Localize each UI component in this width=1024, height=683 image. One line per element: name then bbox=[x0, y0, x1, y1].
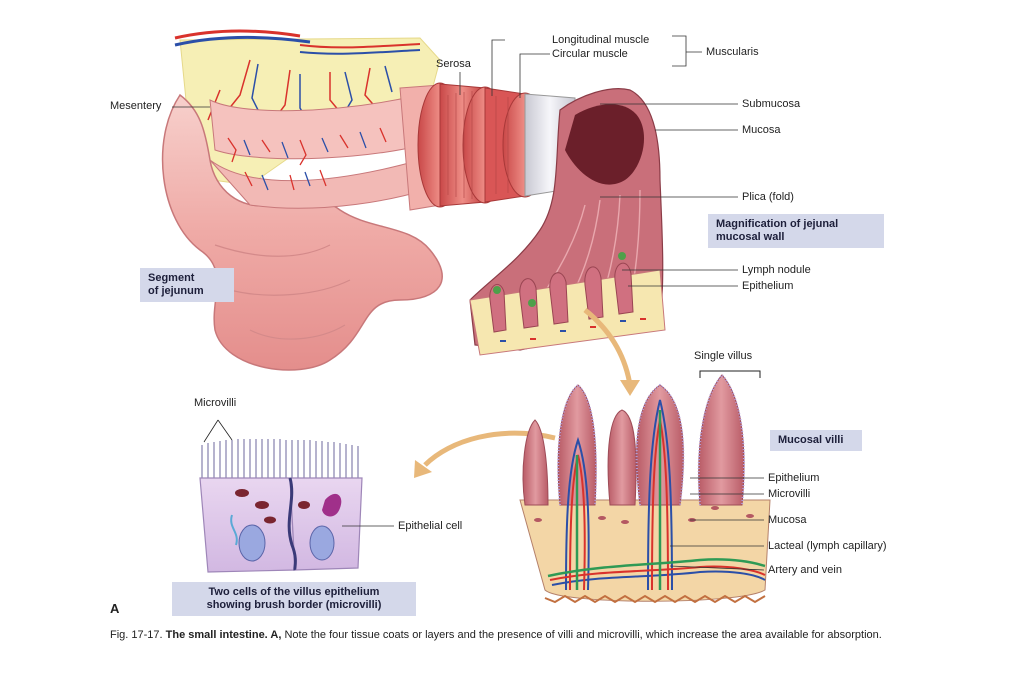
villi-block bbox=[519, 370, 771, 604]
label-epithelial-cell: Epithelial cell bbox=[398, 520, 463, 532]
label-mucosa-bottom: Mucosa bbox=[768, 514, 807, 526]
label-muscularis: Muscularis bbox=[706, 46, 759, 58]
label-longitudinal-muscle: Longitudinal muscle bbox=[552, 34, 650, 46]
box-segment-line1: Segment bbox=[148, 272, 195, 284]
mucosal-wall-cutaway bbox=[469, 88, 666, 356]
label-submucosa: Submucosa bbox=[742, 98, 801, 110]
caption-prefix: Fig. 17-17. bbox=[110, 629, 163, 641]
label-microvilli-left: Microvilli bbox=[194, 397, 237, 409]
panel-letter: A bbox=[110, 601, 120, 616]
label-microvilli-right: Microvilli bbox=[768, 488, 811, 500]
label-plica: Plica (fold) bbox=[742, 191, 794, 203]
box-magnification: Magnification of jejunal mucosal wall bbox=[708, 214, 884, 248]
figure-caption: Fig. 17-17. The small intestine. A, Note… bbox=[110, 628, 930, 642]
box-segment-line2: of jejunum bbox=[148, 285, 204, 297]
label-mesentery: Mesentery bbox=[110, 100, 162, 112]
label-epithelium-top: Epithelium bbox=[742, 280, 794, 292]
label-artery-vein: Artery and vein bbox=[768, 564, 842, 576]
box-mucosal-villi-text: Mucosal villi bbox=[778, 434, 844, 446]
label-lacteal: Lacteal (lymph capillary) bbox=[768, 540, 887, 552]
box-magnification-line2: mucosal wall bbox=[716, 231, 785, 243]
jejunum-segment bbox=[161, 93, 443, 371]
caption-bold: The small intestine. A, bbox=[165, 629, 282, 641]
label-single-villus: Single villus bbox=[694, 350, 753, 362]
box-segment-of-jejunum: Segment of jejunum bbox=[140, 268, 234, 302]
box-two-cells-line1: Two cells of the villus epithelium bbox=[208, 586, 380, 598]
label-mucosa-top: Mucosa bbox=[742, 124, 781, 136]
box-two-cells: Two cells of the villus epithelium showi… bbox=[172, 582, 416, 616]
label-epithelium-bottom: Epithelium bbox=[768, 472, 820, 484]
box-mucosal-villi: Mucosal villi bbox=[770, 430, 862, 451]
label-circular-muscle: Circular muscle bbox=[552, 48, 628, 60]
intestinal-wall-layers bbox=[399, 82, 576, 211]
label-serosa: Serosa bbox=[436, 58, 471, 70]
box-magnification-line1: Magnification of jejunal bbox=[716, 218, 839, 230]
leader-lines bbox=[172, 35, 765, 571]
caption-text: Note the four tissue coats or layers and… bbox=[284, 629, 882, 641]
box-two-cells-line2: showing brush border (microvilli) bbox=[206, 599, 382, 611]
label-lymph-nodule: Lymph nodule bbox=[742, 264, 811, 276]
epithelial-cells bbox=[199, 419, 363, 573]
